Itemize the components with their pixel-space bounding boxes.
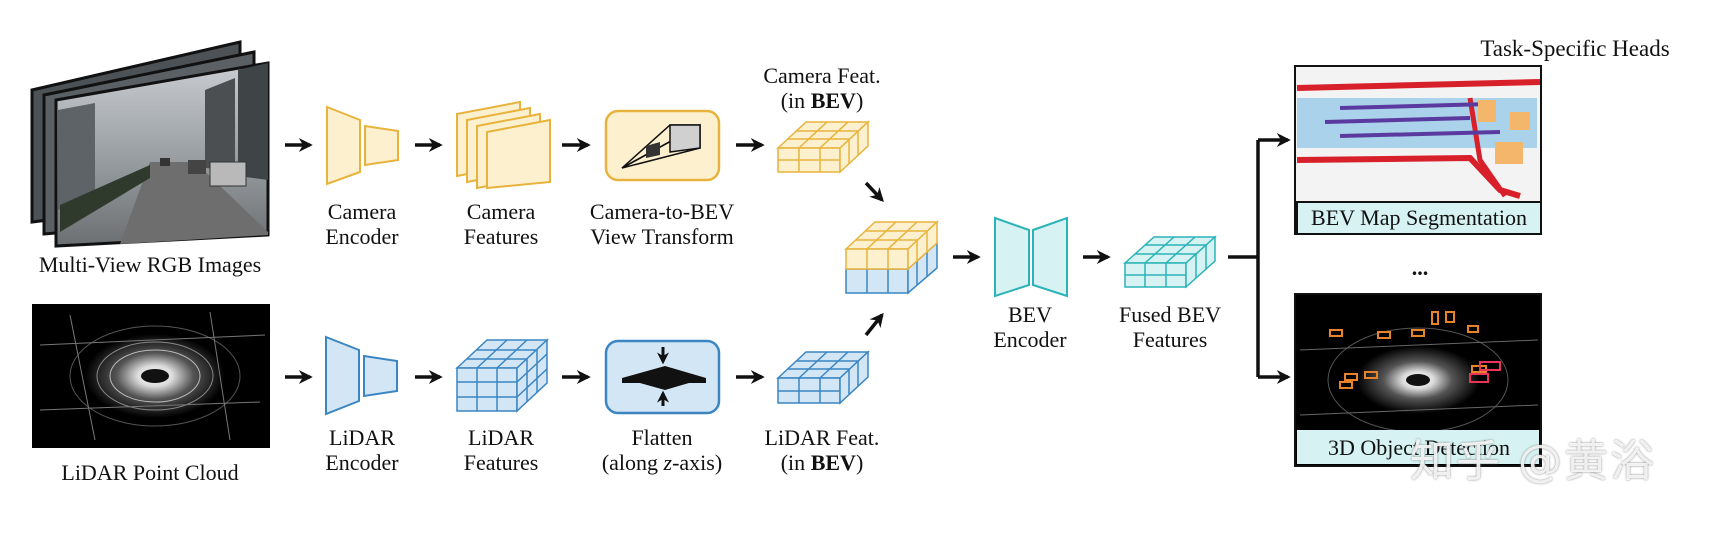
camera-encoder-label-line1: Camera	[327, 199, 397, 224]
watermark-text: 知乎 @黄浴	[1410, 436, 1656, 487]
detection-head-panel	[1294, 293, 1542, 467]
flatten-icon	[604, 339, 721, 415]
lidar-features-label: LiDAR Features	[440, 425, 562, 475]
segmentation-caption: BEV Map Segmentation	[1311, 205, 1527, 230]
flatten-label-line1: Flatten	[631, 425, 693, 450]
head-branch-arrows	[1228, 133, 1291, 384]
lidar-bev-prefix: (in	[780, 450, 811, 475]
lidar-bev-feature-label-line2: (in BEV)	[752, 450, 892, 475]
more-heads-ellipsis: ...	[1411, 255, 1429, 280]
flow-arrows	[285, 138, 1111, 384]
bev-encoder-icon	[994, 216, 1068, 298]
lidar-bev-bold: BEV	[810, 450, 856, 475]
lidar-point-cloud-label: LiDAR Point Cloud	[61, 460, 239, 485]
camera-bev-feature-label: Camera Feat. (in BEV)	[752, 63, 892, 113]
camera-bev-feature-label-line2: (in BEV)	[752, 88, 892, 113]
fused-bev-features-label-line2: Features	[1132, 327, 1208, 352]
fused-bev-features-label: Fused BEV Features	[1100, 302, 1240, 352]
camera-bev-feature-label-line1: Camera Feat.	[763, 63, 881, 88]
camera-bev-bold: BEV	[810, 88, 856, 113]
camera-features-label-line2: Features	[463, 224, 539, 249]
task-heads-title: Task-Specific Heads	[1480, 36, 1670, 61]
lidar-features-icon	[455, 338, 549, 413]
lidar-bev-suffix: )	[855, 450, 864, 475]
camera-features-icon	[456, 100, 551, 190]
lidar-features-label-line2: Features	[463, 450, 539, 475]
multi-view-rgb-images	[30, 40, 270, 248]
detection-caption: 3D Object Detection	[1327, 435, 1511, 460]
lidar-bev-feature-icon	[776, 350, 870, 405]
bev-encoder-label-line1: BEV	[1008, 302, 1052, 327]
camera-bev-prefix: (in	[780, 88, 811, 113]
lidar-bev-feature-label: LiDAR Feat. (in BEV)	[752, 425, 892, 475]
segmentation-head-panel	[1294, 65, 1542, 235]
multi-view-rgb-images-label: Multi-View RGB Images	[38, 252, 262, 277]
flatten-label: Flatten (along z-axis)	[572, 425, 752, 475]
camera-bev-feature-icon	[776, 120, 870, 174]
lidar-bev-feature-label-line1: LiDAR Feat.	[764, 425, 880, 450]
flatten-label-line2: (along z-axis)	[572, 450, 752, 475]
fused-bev-feature-icon	[1123, 235, 1217, 289]
view-transform-label-line2: View Transform	[590, 224, 734, 249]
lidar-encoder-label-line2: Encoder	[325, 450, 399, 475]
camera-bev-suffix: )	[855, 88, 864, 113]
flatten-prefix: (along	[601, 450, 664, 475]
view-transform-label-line1: Camera-to-BEV	[589, 199, 735, 224]
lidar-encoder-label: LiDAR Encoder	[302, 425, 422, 475]
lidar-point-cloud-image	[32, 304, 270, 448]
camera-encoder-label: Camera Encoder	[302, 199, 422, 249]
camera-encoder-label-line2: Encoder	[325, 224, 399, 249]
lidar-features-label-line1: LiDAR	[468, 425, 534, 450]
lidar-encoder-icon	[325, 335, 398, 416]
flatten-suffix: -axis)	[672, 450, 723, 475]
bev-encoder-label: BEV Encoder	[970, 302, 1090, 352]
concatenated-bev-icon	[844, 220, 939, 295]
lidar-encoder-label-line1: LiDAR	[329, 425, 395, 450]
fused-bev-features-label-line1: Fused BEV	[1118, 302, 1222, 327]
view-transform-icon	[604, 109, 721, 182]
camera-features-label-line1: Camera	[466, 199, 536, 224]
bev-encoder-label-line2: Encoder	[993, 327, 1067, 352]
flatten-italic: z	[663, 450, 673, 475]
camera-features-label: Camera Features	[440, 199, 562, 249]
view-transform-label: Camera-to-BEV View Transform	[572, 199, 752, 249]
camera-encoder-icon	[326, 105, 399, 186]
